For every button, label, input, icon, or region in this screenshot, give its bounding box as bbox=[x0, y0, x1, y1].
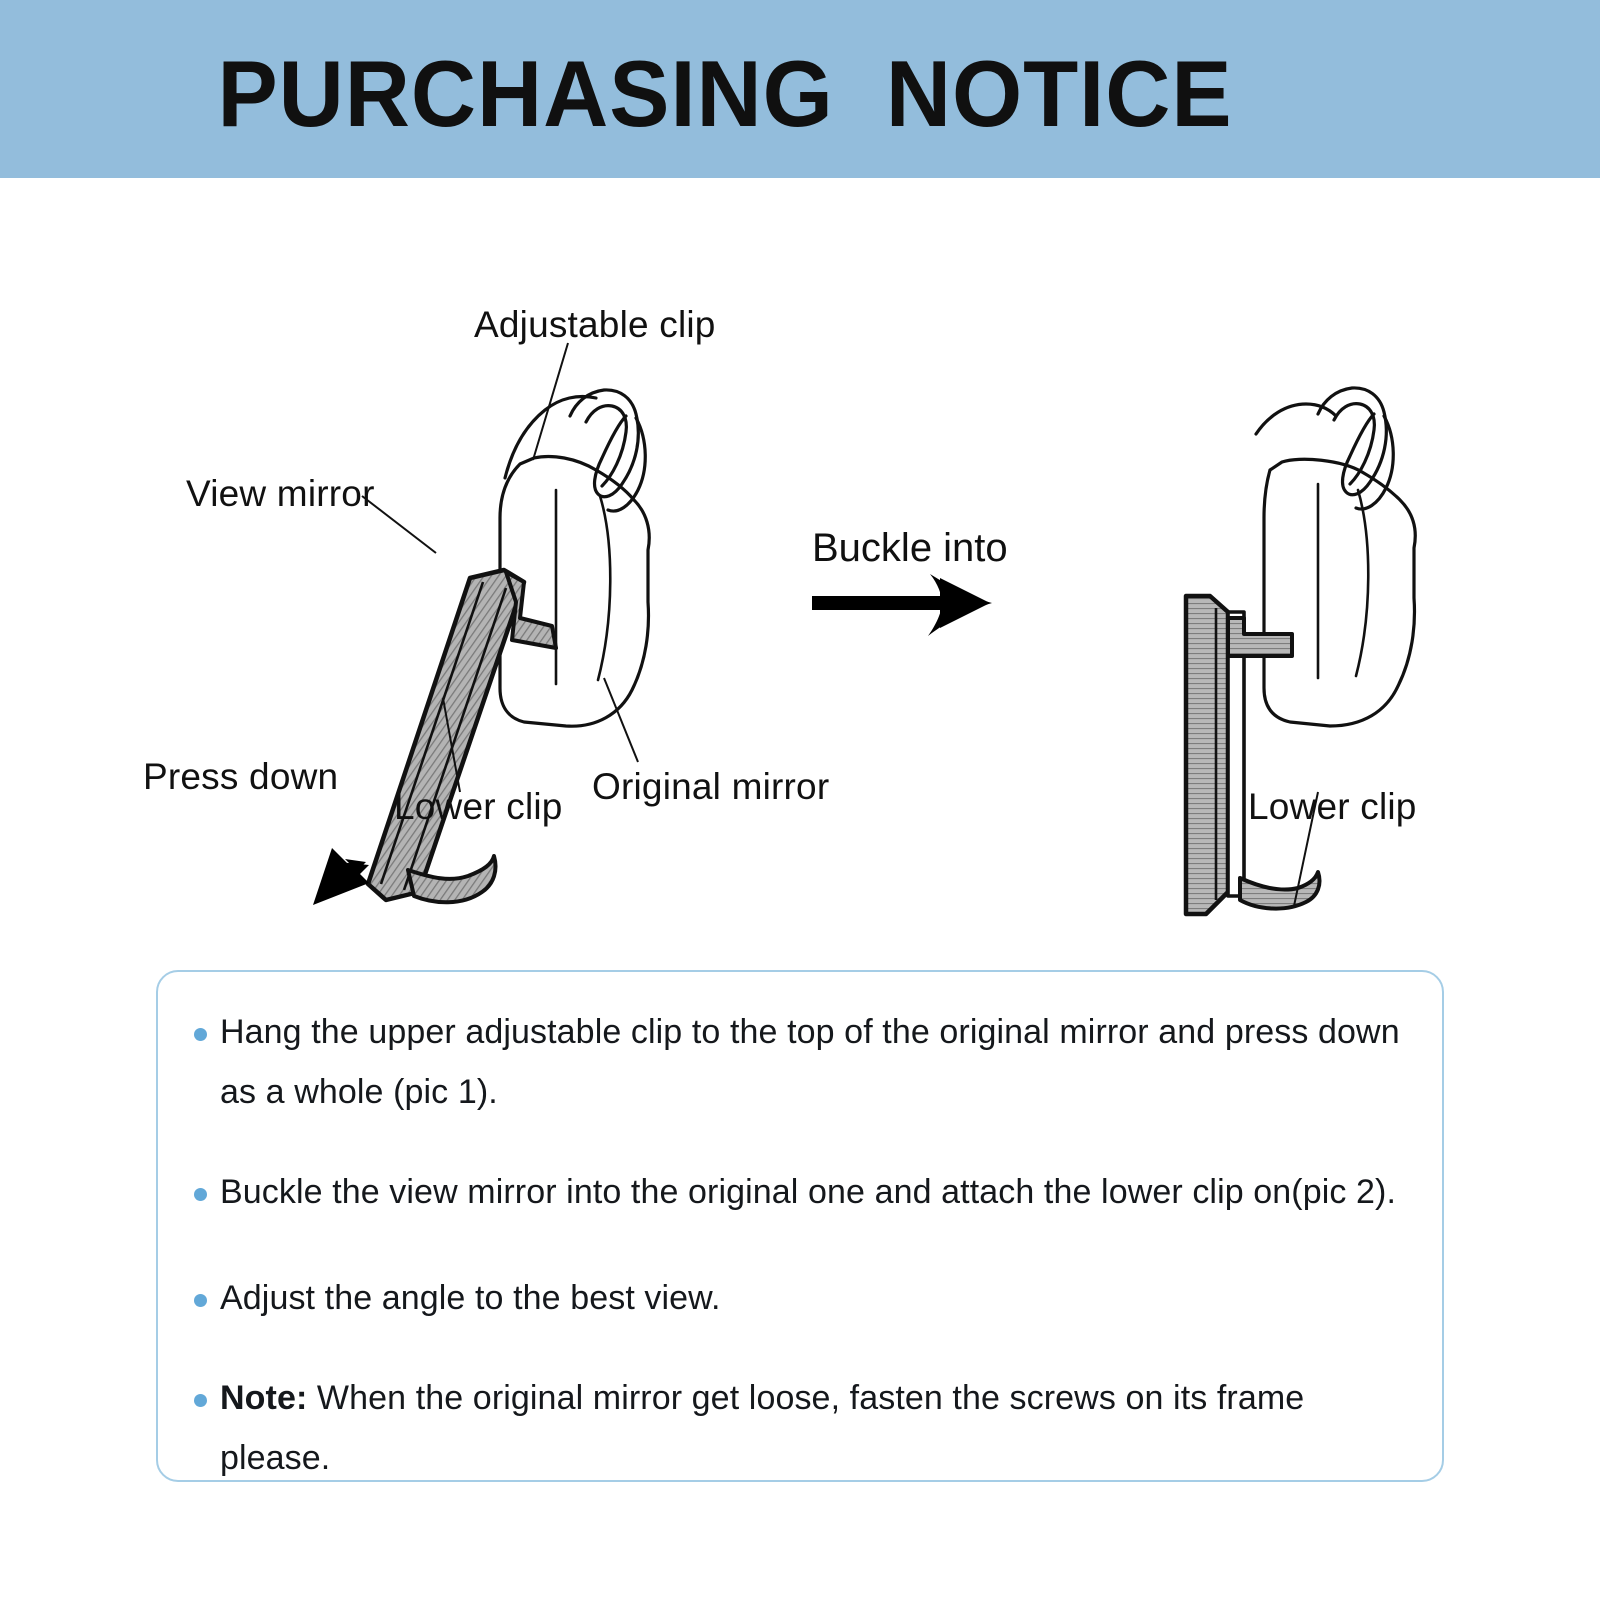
list-item-text: Hang the upper adjustable clip to the to… bbox=[220, 1013, 1400, 1111]
pic1-adjustable-clip bbox=[504, 570, 558, 650]
label-press-down: Press down bbox=[143, 756, 339, 797]
header-banner: PURCHASING NOTICE bbox=[0, 0, 1600, 178]
pic1-group bbox=[313, 342, 651, 905]
list-item-text: When the original mirror get loose, fast… bbox=[220, 1379, 1305, 1477]
buckle-into-arrow bbox=[812, 574, 992, 636]
instruction-diagram: Buckle into Adjustable clip View mirror … bbox=[0, 178, 1600, 938]
list-item: Note: When the original mirror get loose… bbox=[176, 1368, 1424, 1488]
label-adjustable-clip: Adjustable clip bbox=[474, 304, 716, 345]
buckle-into-caption: Buckle into bbox=[812, 526, 1008, 570]
bullet-dot-icon bbox=[194, 1394, 207, 1407]
list-item-text: Adjust the angle to the best view. bbox=[220, 1279, 721, 1317]
pic1-lower-clip bbox=[406, 854, 498, 905]
label-view-mirror: View mirror bbox=[186, 473, 375, 514]
pic2-group bbox=[1183, 386, 1417, 917]
pic2-adjustable-clip bbox=[1226, 616, 1294, 658]
note-lead: Note: bbox=[220, 1379, 308, 1417]
page-title: PURCHASING NOTICE bbox=[217, 41, 1233, 146]
pic2-original-mirror bbox=[1254, 402, 1417, 728]
pic2-lower-clip bbox=[1238, 870, 1322, 911]
label-lower-clip-left: Lower clip bbox=[394, 786, 563, 827]
instructions-panel: Hang the upper adjustable clip to the to… bbox=[156, 970, 1444, 1482]
label-original-mirror: Original mirror bbox=[592, 766, 830, 807]
pic1-mirror-arm bbox=[568, 388, 647, 513]
pic2-leader-lines bbox=[1293, 791, 1319, 907]
instructions-list: Hang the upper adjustable clip to the to… bbox=[176, 1002, 1424, 1488]
list-item: Hang the upper adjustable clip to the to… bbox=[176, 1002, 1424, 1122]
press-down-arrow bbox=[313, 848, 369, 905]
pic1-view-mirror bbox=[365, 567, 527, 903]
pic1-leader-lines bbox=[361, 342, 639, 793]
list-item-text: Buckle the view mirror into the original… bbox=[220, 1173, 1397, 1211]
bullet-dot-icon bbox=[194, 1188, 207, 1201]
pic2-mirror-arm bbox=[1316, 386, 1395, 511]
bullet-dot-icon bbox=[194, 1028, 207, 1041]
bullet-dot-icon bbox=[194, 1294, 207, 1307]
pic1-original-mirror bbox=[498, 394, 651, 728]
pic2-view-mirror bbox=[1183, 593, 1246, 917]
label-lower-clip-right: Lower clip bbox=[1248, 786, 1417, 827]
list-item: Buckle the view mirror into the original… bbox=[176, 1162, 1424, 1222]
list-item: Adjust the angle to the best view. bbox=[176, 1268, 1424, 1328]
diagram-illustration bbox=[313, 342, 1417, 917]
